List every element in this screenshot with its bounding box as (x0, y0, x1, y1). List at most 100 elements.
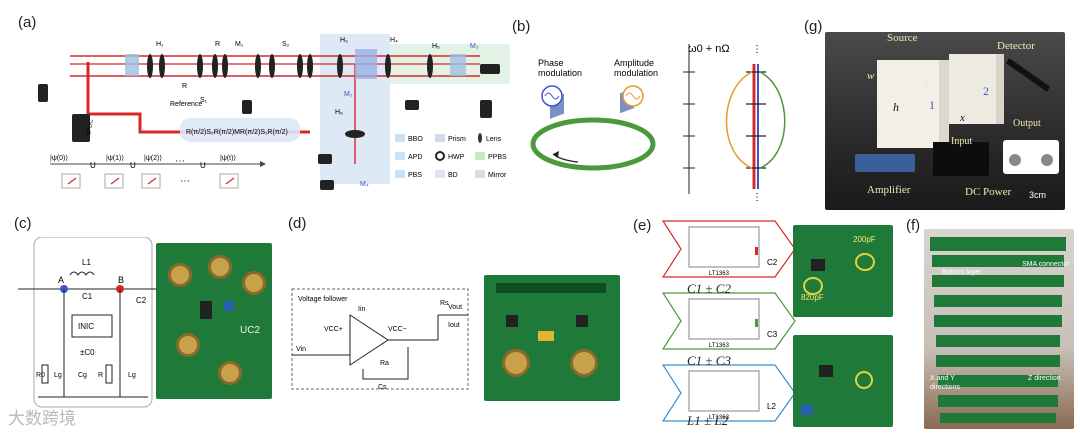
label-input: Input (951, 136, 973, 147)
label-h5: H₅ (432, 43, 440, 50)
label-output: Output (1013, 118, 1041, 129)
panel-d: (d) Voltage follower Vin Vout Iout VCC+ … (282, 215, 622, 410)
svg-text:Prism: Prism (448, 136, 466, 143)
label-uc2: UC2 (240, 325, 261, 336)
label-bottom-layer: Bottom layer (942, 269, 982, 276)
label-cap-1: 200pF (853, 235, 876, 244)
panel-f: (f) Bottom layer SMA connector X and Y d… (902, 215, 1077, 430)
amplifier-box (855, 154, 915, 172)
label-vcc-plus: VCC+ (324, 326, 343, 333)
label-ic-1: LT1363 (709, 271, 730, 277)
panel-d-label: (d) (288, 215, 307, 232)
svg-text:U: U (200, 161, 206, 170)
label-a: A (58, 275, 64, 285)
optical-setup-diagram: H₁ R R M₁ S₁ S₂ H₃ H₄ H₅ M₃ M₂ H₆ M₄ SPD… (38, 34, 510, 190)
label-r1: R (182, 83, 187, 90)
pcb-photo-e-bottom (793, 335, 893, 427)
dc-power-box (933, 142, 989, 176)
label-b: B (118, 275, 124, 285)
panel-c: (c) A B L1 C1 INIC ±C0 C2 R0 Lg Cg R Lg … (14, 215, 272, 410)
panel-f-label: (f) (906, 217, 921, 234)
label-sma: SMA connector (1022, 261, 1070, 268)
svg-text:⋯: ⋯ (180, 176, 190, 187)
lt1363-circuits: LT1363 LT1363 LT1363 C2 C3 L2 (661, 220, 796, 422)
label-freq: ω0 + nΩ (688, 43, 730, 55)
inset-diagram (1003, 140, 1059, 174)
label-iin: Iin (358, 306, 366, 313)
label-lg2: Lg (128, 372, 136, 379)
detector-rod (1005, 58, 1051, 92)
label-l1: L1 (82, 258, 91, 267)
label-amp-2: modulation (614, 68, 658, 78)
label-pmc: ±C0 (80, 348, 95, 357)
label-ic-3: LT1363 (709, 415, 730, 421)
panel-a: (a) (10, 14, 510, 204)
label-h3: H₃ (340, 37, 348, 44)
svg-text:HWP: HWP (448, 154, 465, 161)
label-ic-2: LT1363 (709, 343, 730, 349)
label-spdc: SPDC (86, 118, 95, 136)
cube-2 (949, 54, 1004, 124)
cube-1 (877, 60, 949, 148)
label-amp-1: Amplitude (614, 58, 654, 68)
label-phase-1: Phase (538, 58, 564, 68)
svg-text:⋮: ⋮ (752, 192, 762, 203)
inic-circuit-diagram: A B L1 C1 INIC ±C0 C2 R0 Lg Cg R Lg (18, 237, 158, 408)
label-reference: Reference (170, 101, 202, 108)
panel-g: (g) Source Detector w l h 1 2 x Input Ou… (800, 14, 1070, 210)
label-vin: Vin (296, 346, 306, 353)
panel-a-label: (a) (18, 14, 37, 31)
label-m3: M₃ (470, 43, 479, 50)
panel-c-label: (c) (14, 215, 32, 232)
ring-modulation-diagram: Phase modulation Amplitude modulation ω0… (530, 43, 786, 203)
panel-b: (b) Phase modulation Amplitude modulatio… (508, 14, 798, 204)
label-phase-2: modulation (538, 68, 582, 78)
label-x: x (960, 112, 965, 124)
label-h1: H₁ (156, 41, 164, 48)
label-w: w (867, 70, 875, 82)
label-vout: Vout (448, 304, 462, 311)
acoustic-setup-photo: Source Detector w l h 1 2 x Input Output… (825, 32, 1065, 210)
pcb-photo-e-top: 200pF 820pF (793, 225, 893, 317)
panel-g-label: (g) (804, 18, 823, 35)
svg-text:U: U (90, 161, 96, 170)
label-vcc-minus: VCC− (388, 326, 407, 333)
voltage-follower-schematic: Voltage follower Vin Vout Iout VCC+ VCC−… (291, 288, 469, 391)
label-formula: R(π/2)S₂R(π/2)MR(π/2)S₁R(π/2) (186, 129, 288, 136)
panel-e: (e) LT1363 LT1363 LT1363 C2 C3 L2 C1 ± C… (625, 215, 897, 430)
svg-text:APD: APD (408, 154, 422, 161)
label-iout: Iout (448, 322, 460, 329)
svg-text:PPBS: PPBS (488, 154, 507, 161)
label-c2: C2 (136, 296, 147, 305)
label-c1: C1 (82, 292, 93, 301)
svg-text:PBS: PBS (408, 172, 422, 179)
label-r: R (98, 372, 103, 379)
label-rs: Rs (440, 300, 449, 307)
label-amplifier: Amplifier (867, 184, 911, 196)
label-l2: L2 (767, 402, 776, 411)
label-ra: Ra (380, 360, 389, 367)
label-one: 1 (929, 98, 935, 112)
label-row-1: C1 ± C2 (687, 281, 731, 296)
label-m1: M₁ (235, 41, 244, 48)
label-r0: R0 (36, 372, 45, 379)
svg-text:BD: BD (448, 172, 458, 179)
label-z: Z direction (1028, 375, 1061, 382)
pcb-photo-d (484, 275, 620, 401)
label-r2: R (215, 41, 220, 48)
label-c2: C2 (767, 258, 778, 267)
svg-text:BBO: BBO (408, 136, 423, 143)
stacked-pcb-photo: Bottom layer SMA connector X and Y direc… (924, 229, 1074, 429)
label-lg: Lg (54, 372, 62, 379)
panel-b-label: (b) (512, 18, 531, 35)
label-m2: M₂ (344, 91, 353, 98)
pcb-photo-c: UC2 (156, 243, 272, 399)
svg-text:|ψ(0)⟩: |ψ(0)⟩ (50, 154, 68, 162)
label-row-2: C1 ± C3 (687, 353, 731, 368)
svg-text:⋯: ⋯ (175, 156, 185, 167)
label-h4: H₄ (390, 37, 398, 44)
svg-text:|ψ(t)⟩: |ψ(t)⟩ (220, 154, 236, 162)
label-l: l (925, 78, 929, 90)
label-scale: 3cm (1029, 190, 1047, 200)
label-xy-2: directions (930, 384, 960, 391)
